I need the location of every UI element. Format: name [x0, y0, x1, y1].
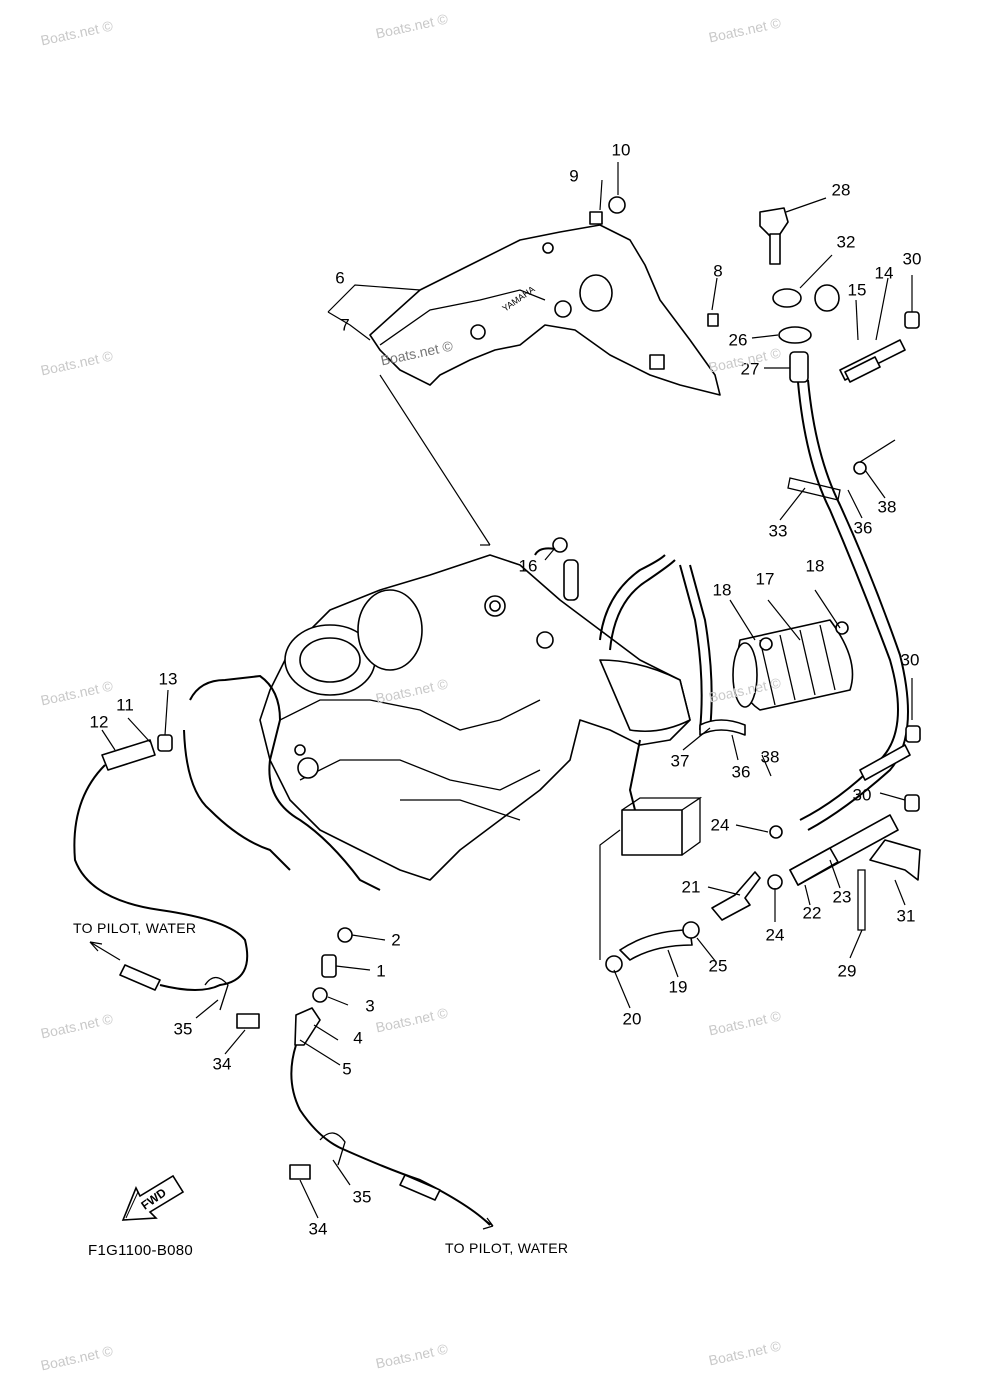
- note-pilot-water-left: TO PILOT, WATER: [73, 920, 197, 936]
- callout-36b: 36: [731, 762, 751, 782]
- guard-31: [869, 839, 921, 881]
- clamp-3: [312, 987, 328, 1003]
- clamp-2: [337, 927, 353, 943]
- callout-20: 20: [622, 1009, 642, 1029]
- callout-13: 13: [158, 669, 178, 689]
- callout-38b: 38: [760, 747, 780, 767]
- pilot-hose-left: [73, 764, 249, 991]
- water-jacket-loop: [189, 674, 381, 891]
- clamp-20: [605, 955, 623, 973]
- tie-29: [857, 869, 866, 931]
- callout-21: 21: [681, 877, 701, 897]
- tie-33: [787, 477, 841, 501]
- callout-33: 33: [768, 521, 788, 541]
- callout-22: 22: [802, 903, 822, 923]
- callout-11: 11: [116, 695, 134, 715]
- washer-32: [772, 288, 802, 308]
- module-box: [621, 809, 683, 856]
- callout-10: 10: [611, 140, 631, 160]
- clamp-25: [682, 921, 700, 939]
- callout-3: 3: [365, 996, 375, 1016]
- fitting-1: [321, 954, 337, 978]
- callout-32: 32: [836, 232, 856, 252]
- leader-lines: [101, 162, 913, 1219]
- callout-26: 26: [728, 330, 748, 350]
- callout-19: 19: [668, 977, 688, 997]
- callout-18a: 18: [712, 580, 732, 600]
- clip-35a: [204, 976, 229, 1011]
- callout-38a: 38: [877, 497, 897, 517]
- callout-5: 5: [342, 1059, 352, 1079]
- callout-27: 27: [740, 359, 760, 379]
- callout-18b: 18: [805, 556, 825, 576]
- exhaust-cover: YAMAHA: [369, 224, 721, 396]
- drain-hose-main: [797, 381, 899, 821]
- y-joint-21: [711, 871, 761, 921]
- note-pilot-water-bottom: TO PILOT, WATER: [445, 1240, 569, 1256]
- clamp-24a: [769, 825, 783, 839]
- bolt-9: [589, 211, 603, 225]
- callout-17: 17: [755, 569, 775, 589]
- hose-30: [859, 744, 911, 781]
- hose-pipe: [599, 554, 666, 641]
- clamp-30c: [904, 794, 920, 812]
- callout-2: 2: [391, 930, 401, 950]
- hose-19: [619, 929, 693, 961]
- clip-35b: [319, 1132, 346, 1166]
- callout-36a: 36: [853, 518, 873, 538]
- forward-arrow-icon: [121, 1174, 185, 1221]
- band-clamp-36: [699, 719, 746, 736]
- callout-37: 37: [670, 751, 690, 771]
- callout-4: 4: [353, 1028, 363, 1048]
- pilot-hose-bottom: [290, 1044, 491, 1226]
- callout-34a: 34: [212, 1054, 232, 1074]
- callout-6: 6: [335, 268, 345, 288]
- callout-35b: 35: [352, 1187, 372, 1207]
- callout-30a: 30: [902, 249, 922, 269]
- cap-10: [608, 196, 626, 214]
- callout-15: 15: [847, 280, 867, 300]
- callout-24b: 24: [765, 925, 785, 945]
- clamp-13: [157, 734, 173, 752]
- ring-32b: [814, 284, 840, 312]
- diagram-code: F1G1100-B080: [88, 1242, 194, 1259]
- callout-16: 16: [518, 556, 538, 576]
- seal-26: [778, 326, 812, 344]
- clip-34a: [236, 1013, 260, 1029]
- clamp-24b: [767, 874, 783, 890]
- clamp-30b: [905, 725, 921, 743]
- callout-12: 12: [89, 712, 109, 732]
- callout-35a: 35: [173, 1019, 193, 1039]
- clamp-18a: [759, 637, 773, 651]
- clip-34b: [289, 1164, 311, 1180]
- callout-30b: 30: [900, 650, 920, 670]
- hose-4-5: [294, 1007, 321, 1046]
- callout-7: 7: [340, 315, 350, 335]
- callout-29: 29: [837, 961, 857, 981]
- callout-28: 28: [831, 180, 851, 200]
- fitting-27: [789, 351, 809, 383]
- callout-30c: 30: [852, 785, 872, 805]
- callout-1: 1: [376, 961, 386, 981]
- clamp-18b: [835, 621, 849, 635]
- callout-9: 9: [569, 166, 579, 186]
- callout-31: 31: [896, 906, 916, 926]
- callout-23: 23: [832, 887, 852, 907]
- exhaust-manifold: [259, 554, 691, 881]
- part-8: [707, 313, 719, 327]
- callout-25: 25: [708, 956, 728, 976]
- filler-cap: [759, 207, 789, 265]
- hose-12: [101, 739, 156, 771]
- callout-24a: 24: [710, 815, 730, 835]
- callout-14: 14: [874, 263, 894, 283]
- callout-34b: 34: [308, 1219, 328, 1239]
- callout-8: 8: [713, 261, 723, 281]
